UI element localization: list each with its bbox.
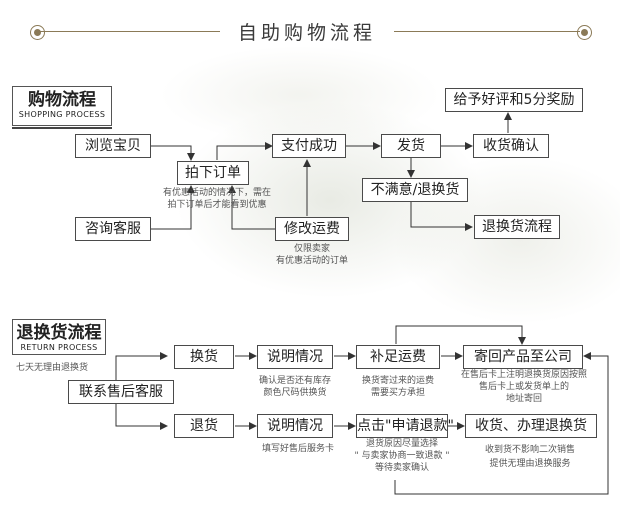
extra-shipping-box: 补足运费 — [356, 345, 440, 369]
return-process-label: 退换货流程 RETURN PROCESS — [12, 319, 106, 355]
shopping-process-underline — [12, 127, 112, 129]
shopping-process-subtitle: SHOPPING PROCESS — [18, 110, 106, 119]
header-ornament-left — [30, 25, 45, 40]
receive-note-line-2: 提供无理由退换服务 — [489, 459, 571, 469]
place-order-box: 拍下订单 — [177, 161, 249, 185]
unsatisfied-box: 不满意/退换货 — [362, 178, 468, 202]
browse-box: 浏览宝贝 — [75, 134, 151, 158]
receive-refund-box: 收货、办理退换货 — [465, 414, 597, 438]
arrow-order-to-payment — [216, 142, 273, 160]
consult-box: 咨询客服 — [75, 217, 151, 241]
apply-refund-box: 点击"申请退款" — [356, 414, 454, 438]
shopping-process-label: 购物流程 SHOPPING PROCESS — [12, 86, 112, 126]
explain-box-refund: 说明情况 — [257, 414, 333, 438]
refund-box: 退货 — [174, 414, 234, 438]
header-rule-right — [394, 31, 580, 32]
confirm-box: 收货确认 — [473, 134, 549, 158]
page-title: 自助购物流程 — [237, 22, 376, 44]
header-rule-left — [40, 31, 220, 32]
return-process-title: 退换货流程 — [16, 323, 102, 343]
shipping-note-line-1: 仅限卖家 — [293, 244, 330, 254]
explain1-note-line-1: 确认是否还有库存 — [258, 376, 331, 386]
explain2-note-line-1: 填写好售后服务卡 — [261, 444, 334, 454]
header-ornament-right — [577, 25, 592, 40]
sendback-note-line-3: 地址寄回 — [505, 394, 542, 404]
reward-box: 给予好评和5分奖励 — [445, 88, 583, 112]
order-note-line-2: 拍下订单后才能看到优惠 — [167, 200, 267, 210]
explain-box-exchange: 说明情况 — [257, 345, 333, 369]
extra-note-line-2: 需要买方承担 — [370, 388, 425, 398]
arrow-consult-to-order — [151, 185, 195, 230]
explain1-note-line-2: 颜色尺码供换货 — [263, 388, 327, 398]
send-back-box: 寄回产品至公司 — [463, 345, 583, 369]
apply-note-line-3: 等待卖家确认 — [374, 463, 429, 473]
seven-day-note: 七天无理由退换货 — [16, 363, 89, 373]
shipping-note-line-2: 有优惠活动的订单 — [275, 256, 348, 266]
apply-note-line-2: " 与卖家协商一致退款 " — [354, 451, 450, 461]
contact-service-box: 联系售后客服 — [68, 380, 174, 404]
arrow-unsatisfied-to-return — [410, 202, 473, 231]
apply-note-line-1: 退货原因尽量选择 — [365, 439, 438, 449]
return-process-box: 退换货流程 — [474, 215, 560, 239]
shopping-process-title: 购物流程 — [28, 90, 96, 110]
sendback-note-line-1: 在售后卡上注明退换货原因按照 — [460, 370, 587, 380]
receive-note-line-1: 收到货不影响二次销售 — [484, 445, 575, 455]
arrow-bottom-loop-to-sendback — [583, 352, 609, 494]
sendback-note-line-2: 售后卡上或发货单上的 — [478, 382, 569, 392]
return-process-subtitle: RETURN PROCESS — [20, 343, 98, 352]
arrow-contact-to-exchange — [115, 352, 168, 380]
arrow-contact-to-refund — [115, 404, 168, 430]
arrow-browse-to-order — [151, 145, 195, 161]
extra-note-line-1: 换货寄过来的运费 — [361, 376, 434, 386]
exchange-box: 换货 — [174, 345, 234, 369]
order-note-line-1: 有优惠活动的情况下，需在 — [162, 188, 271, 198]
arrow-loop-to-sendback — [395, 325, 526, 345]
arrow-shipping-to-order — [228, 185, 275, 230]
payment-box: 支付成功 — [272, 134, 346, 158]
ship-box: 发货 — [381, 134, 441, 158]
modify-shipping-box: 修改运费 — [275, 217, 349, 241]
